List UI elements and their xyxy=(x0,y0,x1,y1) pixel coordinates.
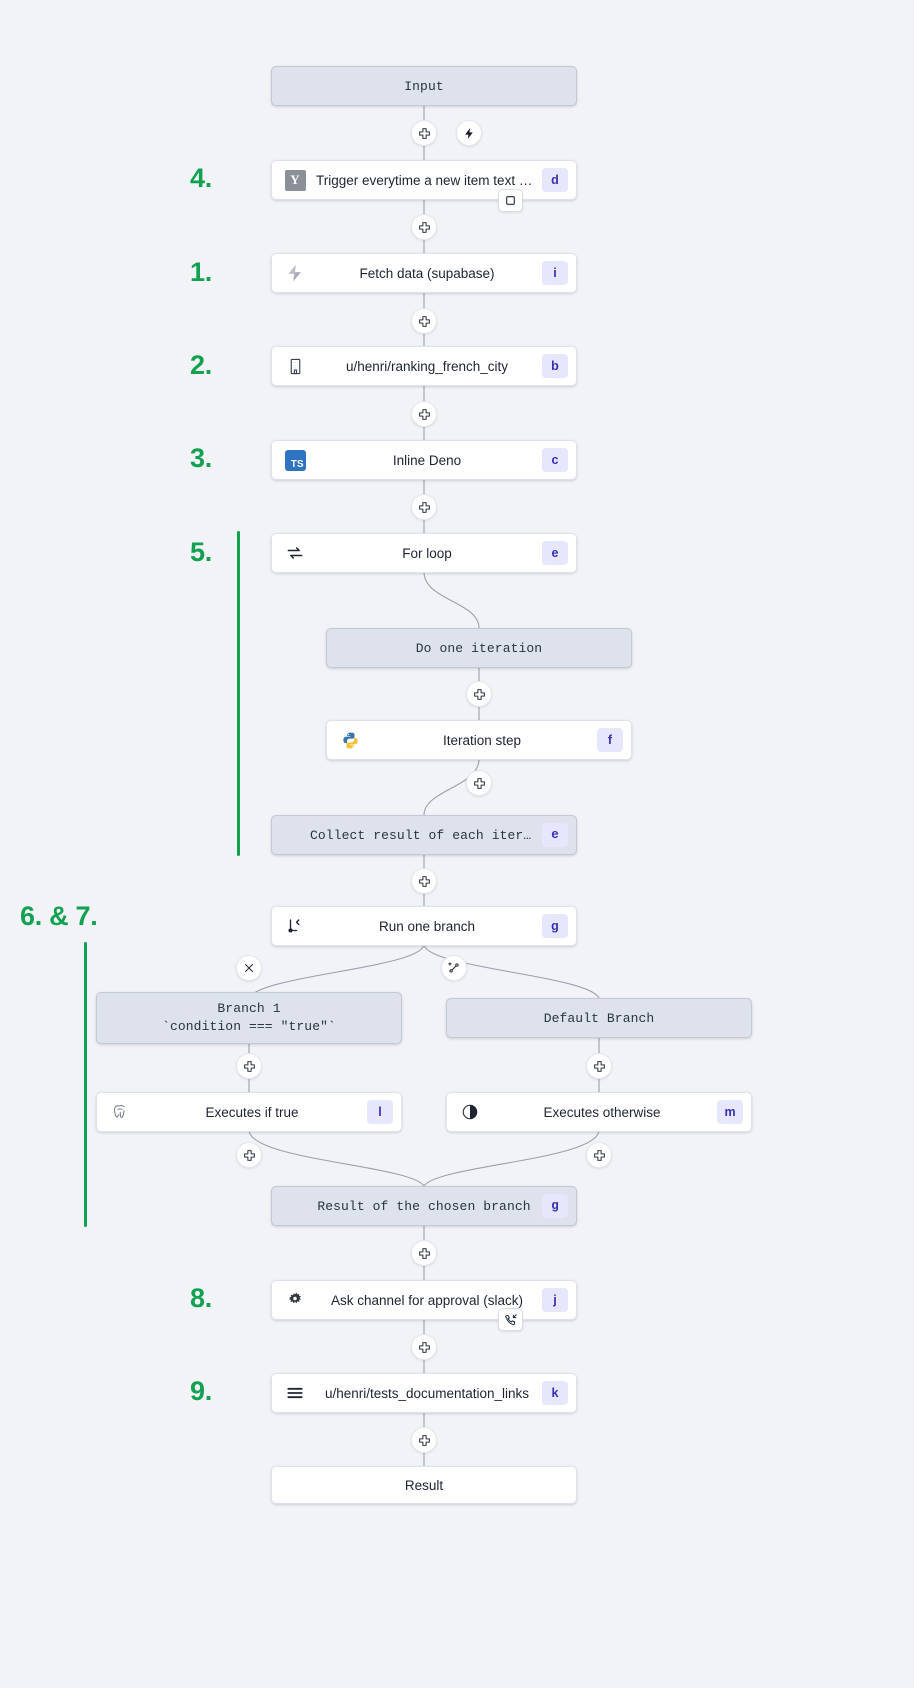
node-fetch-data-label: Fetch data (supabase) xyxy=(359,265,495,281)
bolt-trigger-handle[interactable] xyxy=(456,120,482,146)
node-executes-if-true-label: Executes if true xyxy=(205,1104,299,1120)
node-trigger-label: Trigger everytime a new item text o… xyxy=(316,172,540,188)
step-marker-4: 4. xyxy=(190,163,212,193)
node-run-one-branch-badge: g xyxy=(542,914,568,938)
typescript-icon: TS xyxy=(278,441,312,479)
step-marker-6-7: 6. & 7. xyxy=(20,901,98,931)
node-for-loop-label: For loop xyxy=(402,545,452,561)
node-inline-deno-label: Inline Deno xyxy=(392,452,462,468)
node-executes-otherwise-label: Executes otherwise xyxy=(543,1104,661,1120)
node-branch-1[interactable]: Branch 1 `condition === "true"` xyxy=(96,992,402,1044)
step-5-range-bar xyxy=(237,531,240,856)
node-inline-deno-badge: c xyxy=(542,448,568,472)
step-marker-3: 3. xyxy=(190,443,212,473)
step-marker-9: 9. xyxy=(190,1376,212,1406)
node-result-label: Result xyxy=(404,1477,444,1493)
add-step-handle-branch1[interactable] xyxy=(236,1053,262,1079)
node-run-one-branch-label: Run one branch xyxy=(378,918,476,934)
node-ask-approval-badge: j xyxy=(542,1288,568,1312)
node-executes-if-true-badge: l xyxy=(367,1100,393,1124)
add-step-handle-collect[interactable] xyxy=(411,868,437,894)
node-ask-approval[interactable]: Ask channel for approval (slack) j xyxy=(271,1280,577,1320)
node-result[interactable]: Result xyxy=(271,1466,577,1504)
node-collect-result[interactable]: Collect result of each iteration e xyxy=(271,815,577,855)
add-step-handle-deno[interactable] xyxy=(411,494,437,520)
node-result-chosen-branch-badge: g xyxy=(542,1194,568,1218)
building-icon xyxy=(278,347,312,385)
node-input[interactable]: Input xyxy=(271,66,577,106)
add-step-handle-approval[interactable] xyxy=(411,1334,437,1360)
add-step-handle-iteration[interactable] xyxy=(466,681,492,707)
node-do-one-iteration-label: Do one iteration xyxy=(415,640,543,656)
step-marker-2: 2. xyxy=(190,350,212,380)
yaml-icon: Y xyxy=(278,161,312,199)
node-result-chosen-branch[interactable]: Result of the chosen branch g xyxy=(271,1186,577,1226)
add-step-handle-after-if-true[interactable] xyxy=(236,1142,262,1168)
node-tests-documentation-links-label: u/henri/tests_documentation_links xyxy=(324,1385,530,1401)
branch-icon xyxy=(278,907,312,945)
supabase-icon xyxy=(278,254,312,292)
add-step-handle-after-otherwise[interactable] xyxy=(586,1142,612,1168)
node-branch-1-line2: `condition === "true"` xyxy=(162,1019,336,1034)
node-do-one-iteration[interactable]: Do one iteration xyxy=(326,628,632,668)
node-collect-result-badge: e xyxy=(542,823,568,847)
node-default-branch[interactable]: Default Branch xyxy=(446,998,752,1038)
add-branch-button[interactable] xyxy=(441,955,467,981)
add-step-handle-after-iteration[interactable] xyxy=(466,770,492,796)
add-step-handle-fetch[interactable] xyxy=(411,308,437,334)
step-marker-1: 1. xyxy=(190,257,212,287)
step-marker-8: 8. xyxy=(190,1283,212,1313)
trigger-toggle-button[interactable] xyxy=(498,189,523,212)
node-executes-otherwise-badge: m xyxy=(717,1100,743,1124)
add-step-handle-tests-doc[interactable] xyxy=(411,1427,437,1453)
node-tests-documentation-links[interactable]: u/henri/tests_documentation_links k xyxy=(271,1373,577,1413)
node-ask-approval-label: Ask channel for approval (slack) xyxy=(330,1292,524,1308)
slack-icon xyxy=(278,1281,312,1319)
add-step-handle-trigger[interactable] xyxy=(411,214,437,240)
menu-icon xyxy=(278,1374,312,1412)
postgres-icon xyxy=(103,1093,137,1131)
node-executes-if-true[interactable]: Executes if true l xyxy=(96,1092,402,1132)
node-for-loop-badge: e xyxy=(542,541,568,565)
node-iteration-step-label: Iteration step xyxy=(442,732,522,748)
node-trigger-badge: d xyxy=(542,168,568,192)
phone-callback-icon-button[interactable] xyxy=(498,1308,523,1331)
node-fetch-data[interactable]: Fetch data (supabase) i xyxy=(271,253,577,293)
node-ranking-label: u/henri/ranking_french_city xyxy=(345,358,509,374)
node-ranking-french-city[interactable]: u/henri/ranking_french_city b xyxy=(271,346,577,386)
step-6-7-range-bar xyxy=(84,942,87,1227)
node-result-chosen-branch-label: Result of the chosen branch xyxy=(317,1198,531,1214)
python-icon xyxy=(333,721,367,759)
node-default-branch-label: Default Branch xyxy=(543,1010,655,1026)
node-tests-documentation-links-badge: k xyxy=(542,1381,568,1405)
deno-icon xyxy=(453,1093,487,1131)
node-collect-result-label: Collect result of each iteration xyxy=(310,827,542,843)
node-inline-deno[interactable]: TS Inline Deno c xyxy=(271,440,577,480)
add-step-handle-default-branch[interactable] xyxy=(586,1053,612,1079)
remove-branch-button[interactable] xyxy=(236,955,262,981)
loop-icon xyxy=(278,534,312,572)
node-iteration-step-badge: f xyxy=(597,728,623,752)
node-ranking-badge: b xyxy=(542,354,568,378)
node-for-loop[interactable]: For loop e xyxy=(271,533,577,573)
add-step-handle-ranking[interactable] xyxy=(411,401,437,427)
add-step-handle-input[interactable] xyxy=(411,120,437,146)
node-executes-otherwise[interactable]: Executes otherwise m xyxy=(446,1092,752,1132)
node-iteration-step[interactable]: Iteration step f xyxy=(326,720,632,760)
step-marker-5: 5. xyxy=(190,537,212,567)
node-fetch-data-badge: i xyxy=(542,261,568,285)
node-run-one-branch[interactable]: Run one branch g xyxy=(271,906,577,946)
node-input-label: Input xyxy=(404,78,444,94)
node-trigger[interactable]: Y Trigger everytime a new item text o… d xyxy=(271,160,577,200)
node-branch-1-line1: Branch 1 xyxy=(217,1001,281,1017)
add-step-handle-chosen-branch[interactable] xyxy=(411,1240,437,1266)
